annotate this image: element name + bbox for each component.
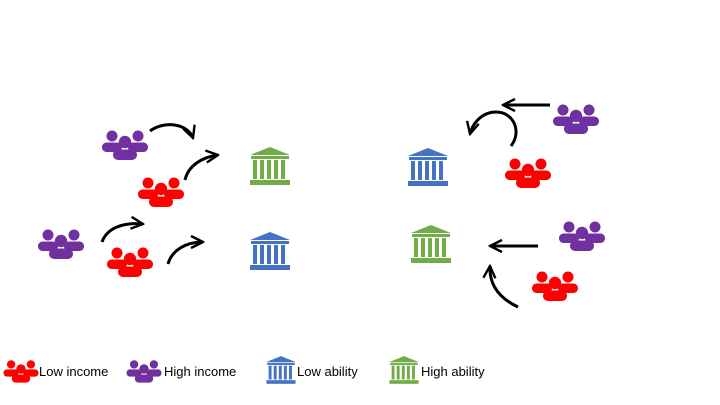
low-ability-institution-icon bbox=[250, 232, 290, 270]
low-income-group-icon bbox=[532, 271, 578, 301]
legend-high-income-icon bbox=[126, 360, 162, 383]
legend-low-ability-label: Low ability bbox=[297, 364, 358, 379]
high-income-group-icon bbox=[102, 130, 148, 160]
legend-low-income-label: Low income bbox=[39, 364, 109, 379]
low-income-group-icon bbox=[138, 177, 184, 207]
low-income-group-icon bbox=[505, 158, 551, 188]
low-ability-institution-icon bbox=[408, 148, 448, 186]
legend-low-income-icon bbox=[3, 360, 39, 383]
legend-high-ability-icon bbox=[389, 356, 419, 384]
arrow bbox=[149, 123, 193, 138]
high-income-group-icon bbox=[553, 104, 599, 134]
arrow bbox=[183, 155, 218, 181]
high-income-group-icon bbox=[559, 221, 605, 251]
low-income-group-icon bbox=[107, 247, 153, 277]
legend-high-ability-label: High ability bbox=[421, 364, 485, 379]
arrow bbox=[470, 110, 518, 147]
arrow bbox=[100, 224, 143, 243]
high-ability-institution-icon bbox=[411, 225, 451, 263]
high-income-group-icon bbox=[38, 229, 84, 259]
high-ability-institution-icon bbox=[250, 147, 290, 185]
arrow bbox=[490, 266, 519, 309]
legend-low-ability-icon bbox=[266, 356, 296, 384]
legend-high-income-label: High income bbox=[164, 364, 237, 379]
arrow bbox=[166, 242, 203, 265]
